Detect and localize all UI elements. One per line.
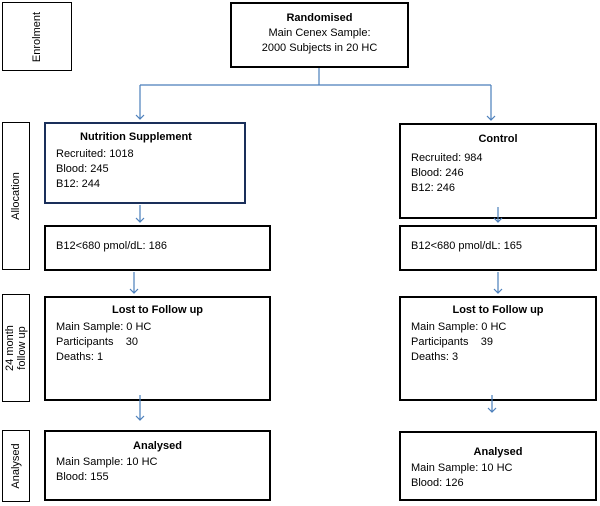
left-lost-deaths: Deaths: 1 <box>56 351 104 363</box>
right-lost-title: Lost to Follow up <box>452 304 544 316</box>
randomised-box: Randomised Main Cenex Sample: 2000 Subje… <box>230 2 409 68</box>
left-analysed-title: Analysed <box>133 440 182 452</box>
right-allocation-recruited: Recruited: 984 <box>411 152 483 164</box>
right-analysed-box: Analysed Main Sample: 10 HC Blood: 126 <box>399 431 597 501</box>
right-allocation-blood: Blood: 246 <box>411 167 464 179</box>
stage-analysed: Analysed <box>2 430 30 502</box>
right-allocation-box: Control Recruited: 984 Blood: 246 B12: 2… <box>399 123 597 219</box>
stage-allocation: Allocation <box>2 122 30 270</box>
randomised-line2: 2000 Subjects in 20 HC <box>261 42 378 54</box>
left-lost-followup-box: Lost to Follow up Main Sample: 0 HC Part… <box>44 296 271 401</box>
right-analysed-main-sample: Main Sample: 10 HC <box>411 462 513 474</box>
left-allocation-recruited: Recruited: 1018 <box>56 148 134 160</box>
left-allocation-b12: B12: 244 <box>56 178 101 190</box>
right-analysed-blood: Blood: 126 <box>411 477 464 489</box>
left-allocation-box: Nutrition Supplement Recruited: 1018 Blo… <box>44 122 246 204</box>
stage-enrolment: Enrolment <box>2 2 72 71</box>
left-lost-title: Lost to Follow up <box>111 304 204 316</box>
left-b12-threshold-text: B12<680 pmol/dL: 186 <box>56 240 168 252</box>
left-analysed-main-sample: Main Sample: 10 HC <box>56 456 158 468</box>
randomised-split-connector <box>140 68 491 86</box>
randomised-title: Randomised <box>286 12 353 24</box>
right-b12-threshold-text: B12<680 pmol/dL: 165 <box>411 240 523 252</box>
right-allocation-b12: B12: 246 <box>411 182 456 194</box>
randomised-line1: Main Cenex Sample: <box>268 27 371 39</box>
left-lost-main-sample: Main Sample: 0 HC <box>56 321 152 333</box>
left-b12-threshold-box: B12<680 pmol/dL: 186 <box>44 225 271 271</box>
left-analysed-blood: Blood: 155 <box>56 471 109 483</box>
right-allocation-title: Control <box>478 133 518 145</box>
right-lost-main-sample: Main Sample: 0 HC <box>411 321 507 333</box>
left-allocation-blood: Blood: 245 <box>56 163 109 175</box>
right-analysed-title: Analysed <box>473 446 523 458</box>
right-lost-followup-box: Lost to Follow up Main Sample: 0 HC Part… <box>399 296 597 401</box>
right-lost-deaths: Deaths: 3 <box>411 351 459 363</box>
left-lost-participants: Participants 30 <box>56 336 138 348</box>
right-lost-participants: Participants 39 <box>411 336 493 348</box>
right-b12-threshold-box: B12<680 pmol/dL: 165 <box>399 225 597 271</box>
left-allocation-title: Nutrition Supplement <box>80 131 192 143</box>
stage-followup: 24 month follow up <box>2 294 30 402</box>
left-analysed-box: Analysed Main Sample: 10 HC Blood: 155 <box>44 430 271 501</box>
